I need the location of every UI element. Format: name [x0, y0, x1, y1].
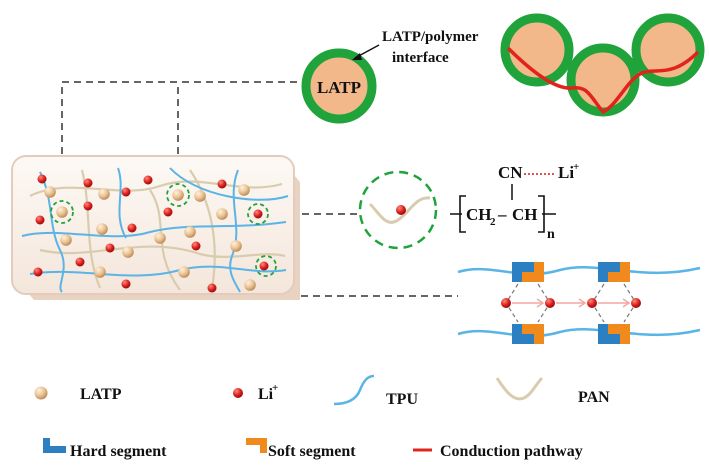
sphere-icon	[34, 386, 48, 400]
legend-li-label: Li	[258, 386, 274, 403]
chain-particle-2	[566, 43, 640, 117]
n-sub: n	[547, 227, 555, 242]
orange-bracket-icon	[246, 438, 267, 453]
red-dot-icon	[233, 388, 243, 398]
blue-curve-icon	[333, 374, 375, 406]
legend-hard-label: Hard segment	[70, 443, 167, 460]
chain-particle-3	[631, 13, 705, 87]
beige-curve-icon	[495, 376, 544, 401]
segment-block-tr	[598, 262, 630, 282]
segment-block-bl	[512, 324, 544, 344]
ch-label: CH	[512, 205, 538, 224]
particle-chain	[500, 13, 705, 117]
legend-li-sup: +	[272, 382, 278, 394]
tpu-network	[457, 262, 701, 344]
highlight-circles	[50, 183, 277, 277]
latp-core-label: LATP	[317, 78, 361, 97]
cn-label: CN	[498, 163, 523, 182]
interface-label-line1: LATP/polymer	[382, 29, 479, 45]
li-sup: +	[573, 161, 579, 173]
latp-particle-closeup: LATP LATP/polymer interface	[301, 29, 479, 124]
blue-bracket-icon	[43, 438, 66, 453]
latp-particles	[44, 184, 256, 291]
li-label: Li	[558, 163, 574, 182]
bracket-left	[459, 195, 466, 233]
pan-chain-closeup	[368, 196, 431, 224]
legend-latp-label: LATP	[80, 386, 122, 403]
latp-core	[301, 48, 377, 124]
li-ion-closeup	[396, 205, 406, 215]
tpu-chain-top	[457, 266, 701, 276]
segment-block-tl	[512, 262, 544, 282]
ch2-label: CH	[466, 205, 492, 224]
legend-path-label: Conduction pathway	[440, 443, 583, 460]
tpu-chain-bottom	[457, 328, 701, 338]
legend-tpu-label: TPU	[386, 391, 418, 408]
conduction-pathway	[506, 46, 700, 115]
legend-pan-label: PAN	[578, 389, 610, 406]
composite-membrane	[11, 155, 300, 300]
dash: –	[497, 205, 507, 224]
legend-soft-label: Soft segment	[268, 443, 356, 460]
connector-to-particle-a	[61, 81, 300, 190]
pan-zoom-circle	[358, 170, 438, 250]
hopping-arrows	[512, 298, 631, 308]
li-ion-sites	[501, 298, 641, 308]
chain-particle-1	[500, 13, 574, 87]
ch2-sub: 2	[490, 216, 496, 228]
interface-arrowhead	[352, 53, 362, 60]
pan-closeup	[358, 170, 438, 250]
legend: LATP Li + TPU PAN Hard segment Soft segm…	[34, 374, 610, 460]
interface-label-line2: interface	[392, 50, 449, 66]
pan-structure: CN Li + CH 2 – CH n	[450, 161, 579, 242]
segment-block-br	[598, 324, 630, 344]
li-ions	[33, 174, 269, 293]
